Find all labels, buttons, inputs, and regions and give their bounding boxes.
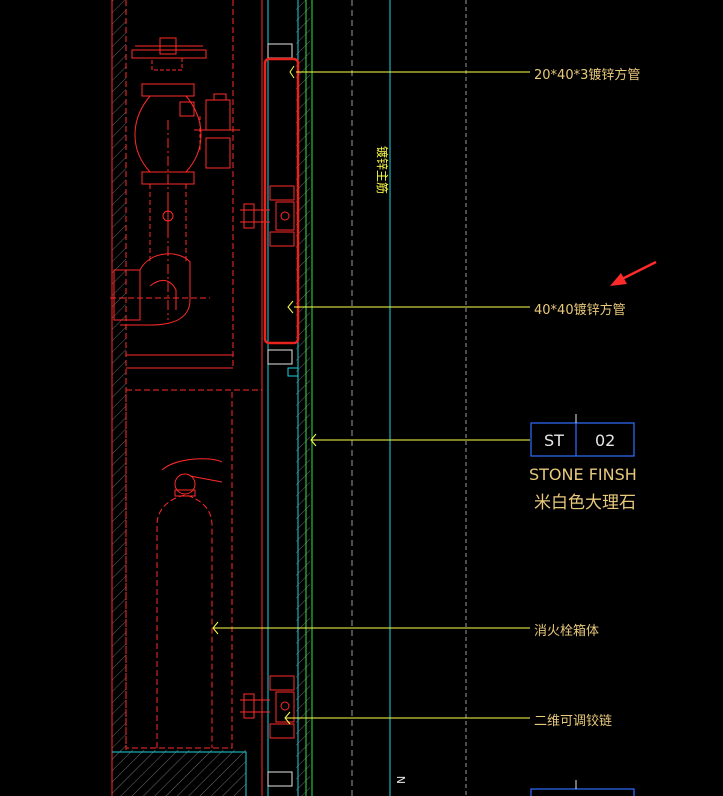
- material-tag: ST 02 STONE FINSH 米白色大理石: [529, 414, 637, 513]
- callout-40x40-tube: 40*40镀锌方管: [534, 302, 626, 318]
- material-name-en: STONE FINSH: [529, 465, 637, 484]
- extinguisher-compartment: [125, 389, 233, 749]
- upper-hinge: [240, 185, 295, 247]
- red-pointer-arrow: [610, 260, 657, 286]
- left-wall-section: [111, 0, 247, 796]
- callout-cabinet-body: 消火栓箱体: [534, 623, 599, 639]
- lower-hinge: [240, 675, 295, 739]
- wall-assembly: [261, 0, 467, 796]
- vertical-note: 镀锌主筋: [375, 146, 390, 194]
- material-name-cn: 米白色大理石: [534, 493, 636, 513]
- hydrant-valve-assembly: [110, 37, 240, 326]
- callout-hinge: 二维可调铰链: [534, 714, 612, 729]
- partial-marker: N: [395, 776, 408, 784]
- highlight-frame: [263, 57, 300, 345]
- bottom-partial-tag: N: [395, 776, 635, 796]
- material-code: ST: [544, 431, 564, 450]
- material-number: 02: [595, 431, 615, 450]
- leader-lines: [212, 65, 530, 725]
- callout-20x40-tube: 20*40*3镀锌方管: [534, 67, 640, 83]
